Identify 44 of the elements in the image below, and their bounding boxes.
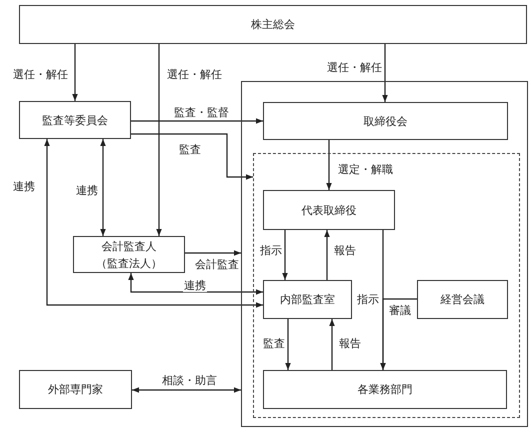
- arrow: [131, 118, 263, 124]
- edge-label: 連携: [12, 180, 36, 193]
- edge-label: 監査: [262, 337, 286, 350]
- meeting-box: 株主総会: [19, 5, 527, 44]
- edge-label: 指示: [356, 293, 380, 306]
- arrow: [100, 139, 106, 236]
- arrow: [156, 44, 162, 236]
- arrow: [72, 44, 78, 101]
- arrow: [185, 250, 241, 256]
- arrow: [329, 319, 335, 370]
- edge-label: 報告: [338, 337, 362, 350]
- council-box: 経営会議: [417, 280, 508, 319]
- representative-box: 代表取締役: [263, 190, 395, 230]
- board-box: 取締役会: [263, 102, 508, 140]
- auditor-box: [73, 236, 185, 273]
- expert-box: 外部専門家: [19, 370, 132, 409]
- edge-label: 連携: [75, 184, 99, 197]
- edge-label: 監査: [178, 143, 202, 156]
- edge-label: 報告: [333, 244, 357, 257]
- edge-label: 選任・解任: [326, 61, 383, 74]
- edge-label: 連携: [183, 279, 207, 292]
- edge-label: 指示: [259, 244, 283, 257]
- arrow: [324, 230, 330, 280]
- arrow: [128, 273, 263, 295]
- arrow: [326, 140, 332, 190]
- arrow: [380, 298, 417, 370]
- audit-office-box: 内部監査室: [263, 280, 352, 319]
- arrow: [131, 133, 253, 180]
- node-label: （監査法人）: [96, 256, 162, 272]
- edge-label: 選任・解任: [166, 68, 223, 81]
- node-label: 会計監査人: [102, 238, 156, 254]
- arrow: [44, 139, 263, 308]
- arrow: [285, 319, 291, 370]
- arrow: [382, 44, 388, 102]
- arrow: [282, 230, 288, 280]
- arrow: [132, 387, 241, 393]
- edge-label: 選任・解任: [12, 68, 69, 81]
- edge-label: 審議: [388, 304, 412, 317]
- edge-label: 選定・解職: [337, 163, 394, 176]
- edge-label: 相談・助言: [161, 374, 218, 387]
- edge-label: 会計監査: [194, 258, 240, 271]
- department-box: 各業務部門: [263, 370, 507, 409]
- committee-box: 監査等委員会: [19, 101, 131, 139]
- edge-label: 監査・監督: [173, 106, 230, 119]
